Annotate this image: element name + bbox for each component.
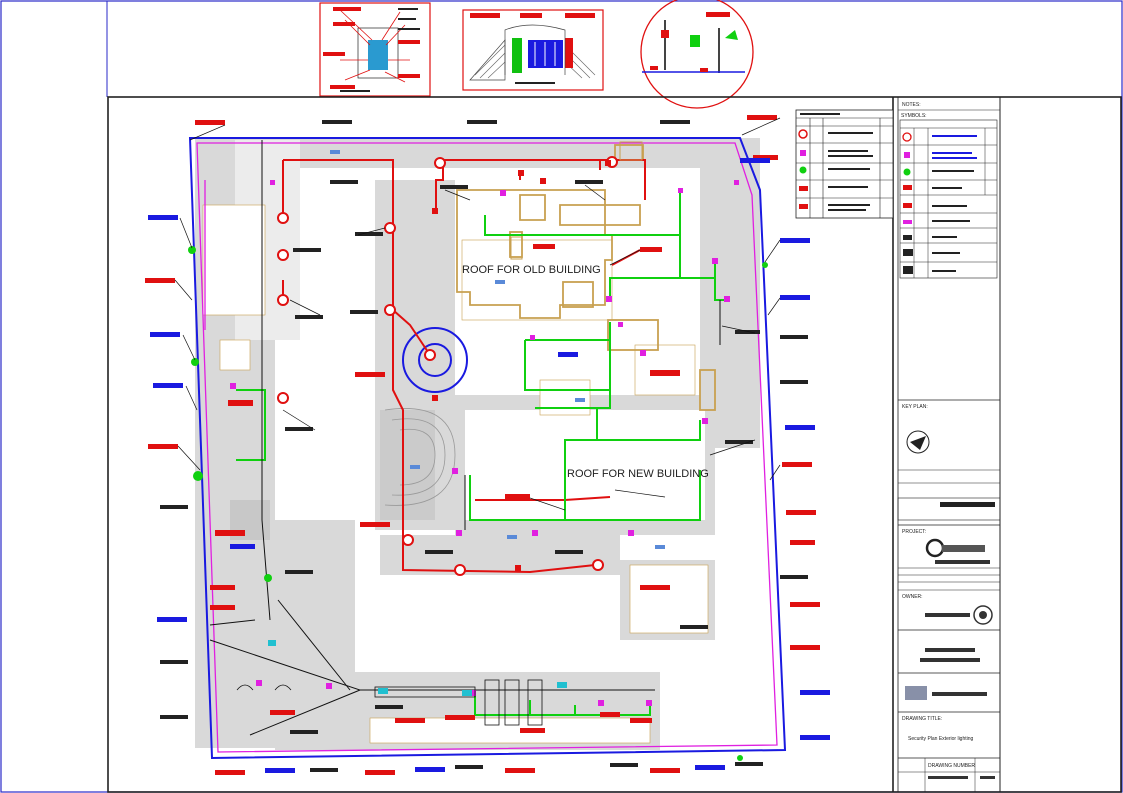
drawing-title: Security Plan Exterior lighting — [908, 736, 974, 742]
drawing-title-heading: DRAWING TITLE: — [902, 716, 942, 722]
key-plan-heading: KEY PLAN: — [902, 404, 928, 410]
drawing-number-label: DRAWING NUMBER — [928, 763, 975, 769]
callout-tags — [145, 115, 830, 775]
detail-2 — [462, 9, 604, 91]
fountain-rings — [402, 327, 468, 393]
title-block: NOTES: SYMBOLS: KEY PLAN: — [897, 97, 1001, 792]
detail-1 — [319, 2, 431, 97]
north-arrow-icon — [906, 430, 930, 454]
company-logo — [925, 538, 990, 564]
owner-heading: OWNER: — [902, 594, 923, 600]
project-heading: PROJECT: — [902, 529, 926, 535]
detail-3 — [640, 0, 754, 109]
roof-new-building-label: ROOF FOR NEW BUILDING — [567, 468, 709, 480]
symbols-heading: SYMBOLS: — [901, 113, 927, 119]
notes-heading: NOTES: — [902, 102, 921, 108]
symbols-legend-table — [795, 109, 894, 219]
roof-old-building-label: ROOF FOR OLD BUILDING — [462, 264, 601, 276]
owner-emblem-icon — [973, 605, 993, 625]
site-plan: ROOF FOR OLD BUILDING ROOF FOR NEW BUILD… — [145, 115, 830, 775]
